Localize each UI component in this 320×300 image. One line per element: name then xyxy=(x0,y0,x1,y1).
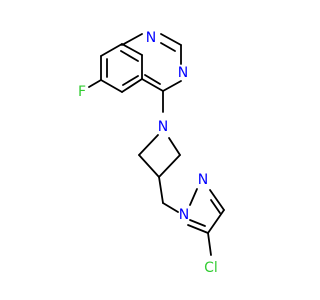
bond xyxy=(100,43,123,57)
bond xyxy=(120,50,139,62)
atom-fluorine: F xyxy=(78,84,86,100)
bond xyxy=(162,80,182,92)
bond xyxy=(144,74,161,85)
bond xyxy=(207,232,212,256)
molecule-diagram: N N F N N N Cl xyxy=(78,30,225,276)
bond xyxy=(210,199,221,214)
atom-pyrazole-n2: N xyxy=(198,172,208,188)
atom-azetidine-nitrogen: N xyxy=(158,119,168,135)
bond xyxy=(141,78,164,92)
bond xyxy=(121,43,143,56)
bond xyxy=(88,79,102,88)
bond xyxy=(100,79,123,93)
bond xyxy=(158,154,181,178)
bond xyxy=(187,224,209,234)
bond xyxy=(168,137,181,156)
bond xyxy=(189,219,206,227)
bond xyxy=(121,33,143,46)
bond xyxy=(158,176,164,204)
atom-chlorine: Cl xyxy=(204,260,218,276)
bond xyxy=(189,188,198,206)
bond xyxy=(207,209,225,234)
bond xyxy=(209,189,225,211)
bond xyxy=(162,202,179,213)
bond xyxy=(160,42,176,52)
bond xyxy=(122,75,139,86)
atom-n3: N xyxy=(178,65,188,81)
bond xyxy=(138,134,159,156)
bond xyxy=(138,154,160,178)
bond xyxy=(121,78,143,93)
atom-pyrazole-n1: N xyxy=(179,207,189,223)
atom-n1: N xyxy=(146,30,156,46)
bond xyxy=(160,33,182,46)
molecule-structure: N N F N N N Cl xyxy=(78,30,225,276)
